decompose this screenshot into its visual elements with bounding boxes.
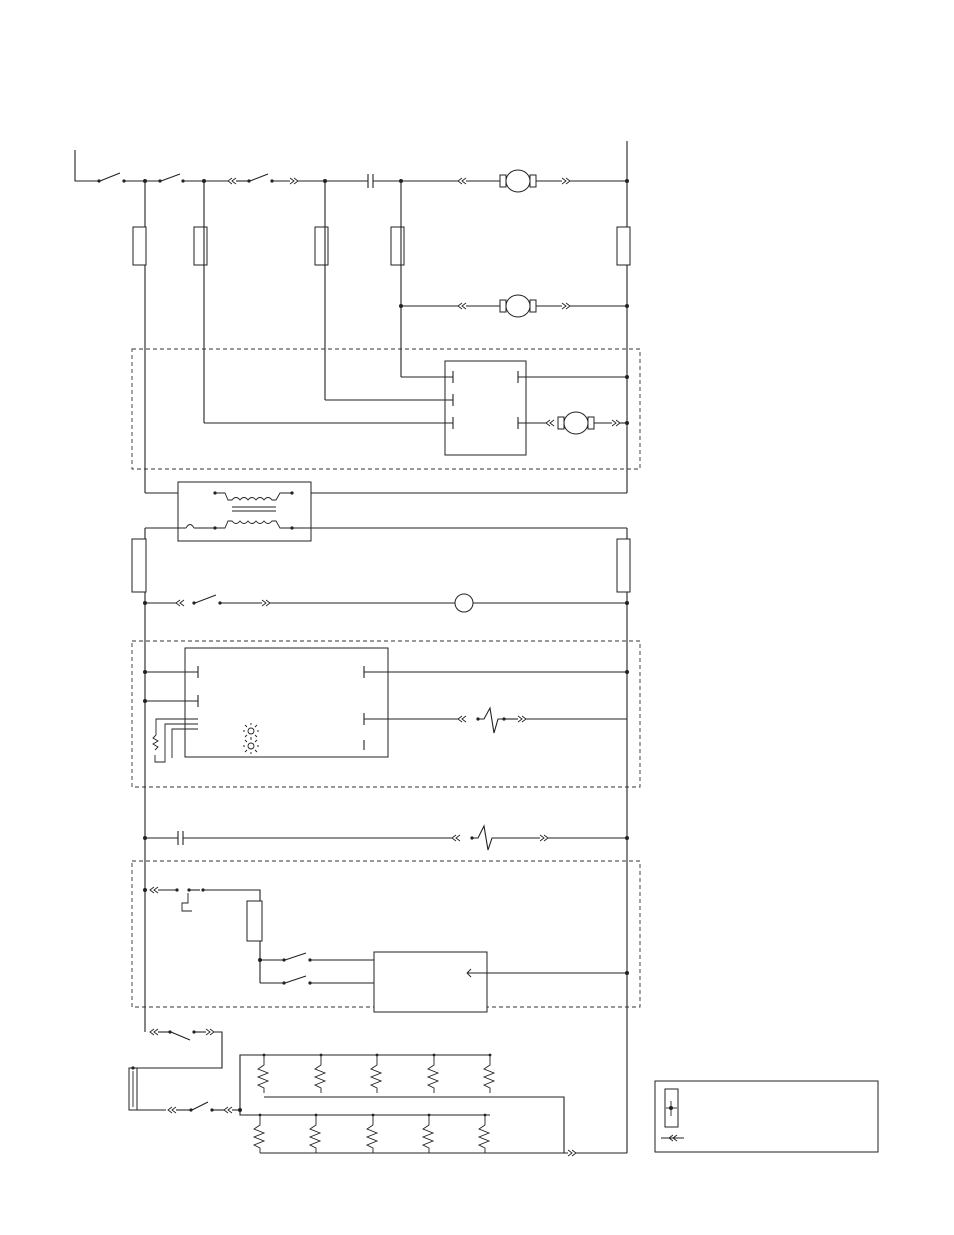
bottom-switch-line [129,1029,242,1113]
fuse-4 [391,227,404,265]
control-module-2 [143,648,629,762]
fuse-6 [132,539,146,592]
thermostat-icon [182,893,192,911]
fuse-7 [617,539,630,592]
lamp-icon [455,594,473,612]
control-module-1 [204,361,629,455]
main-switch [100,173,120,181]
door-switch-1 [161,174,180,181]
fan-motor-icon [558,412,594,434]
control-module-3 [143,887,629,1012]
motor-2-line [399,295,629,317]
fuse-1 [133,227,146,265]
fuse-3 [315,227,328,265]
heater-element-upper [258,1054,494,1093]
heater-element [472,826,498,850]
terminal-icon [665,1089,678,1127]
fan-motor-icon [500,295,536,317]
heater-element-lower [254,1114,489,1153]
fuse-row-top [133,227,630,265]
sensor-icon [153,735,158,750]
fuse-2 [194,227,207,265]
fuse-5 [617,227,630,265]
top-supply-line [75,150,629,192]
fuse-8 [247,901,262,941]
transformer [145,482,627,541]
door-switch-2 [250,174,268,181]
assembly-1 [132,349,640,469]
heater-element [478,708,504,733]
lamp-line [143,594,629,612]
fan-motor-icon [500,170,536,192]
heater-line [143,826,629,850]
heater-bank [240,1054,627,1156]
legend [655,1081,878,1152]
